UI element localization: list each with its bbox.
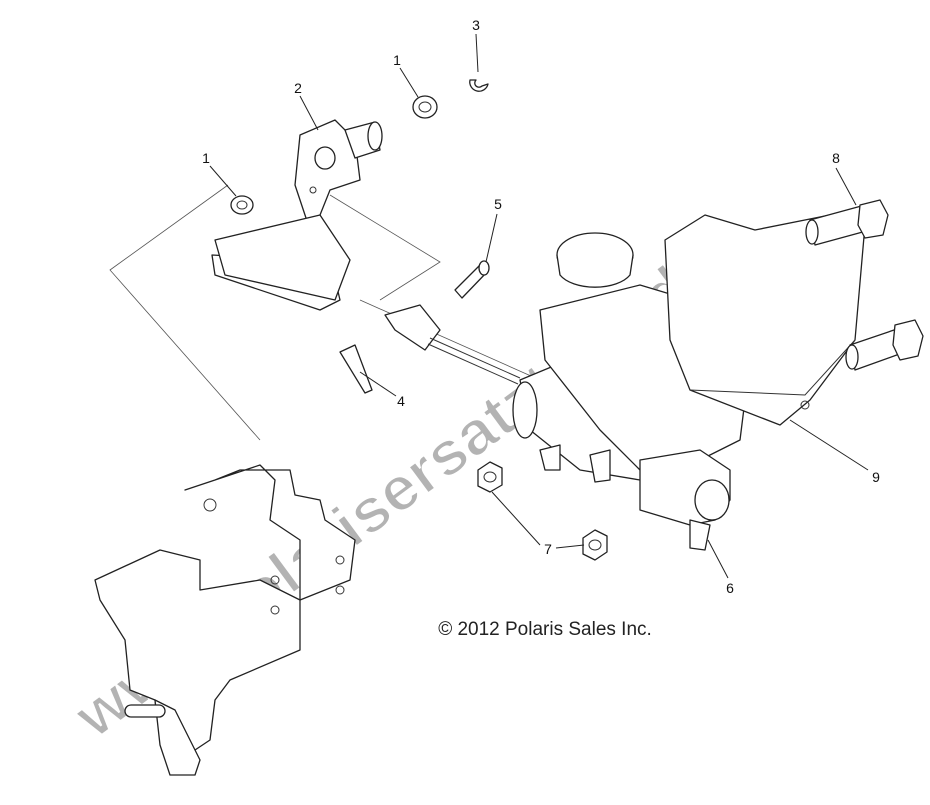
copyright-text: © 2012 Polaris Sales Inc. — [438, 619, 652, 640]
callout-3: 3 — [472, 17, 480, 33]
nut-lower — [582, 529, 608, 561]
callout-5: 5 — [494, 196, 502, 212]
callout-1b: 1 — [393, 52, 401, 68]
e-clip — [469, 79, 489, 92]
callout-8: 8 — [832, 150, 840, 166]
bushing-top — [412, 95, 438, 119]
callout-6: 6 — [726, 580, 734, 596]
nut-upper — [477, 461, 503, 493]
brake-pedal — [211, 119, 383, 311]
bushing-left — [230, 195, 254, 215]
leader-lines — [209, 33, 869, 579]
bolt-upper — [805, 199, 889, 246]
callout-4: 4 — [397, 393, 405, 409]
pedal-mount-bracket — [94, 464, 356, 776]
callout-1: 1 — [202, 150, 210, 166]
bolt-lower — [845, 319, 924, 371]
callout-9: 9 — [872, 469, 880, 485]
callout-2: 2 — [294, 80, 302, 96]
callout-7: 7 — [544, 541, 552, 557]
cotter-pin — [339, 344, 373, 394]
push-rod — [384, 304, 521, 385]
clevis-pin — [454, 260, 490, 299]
